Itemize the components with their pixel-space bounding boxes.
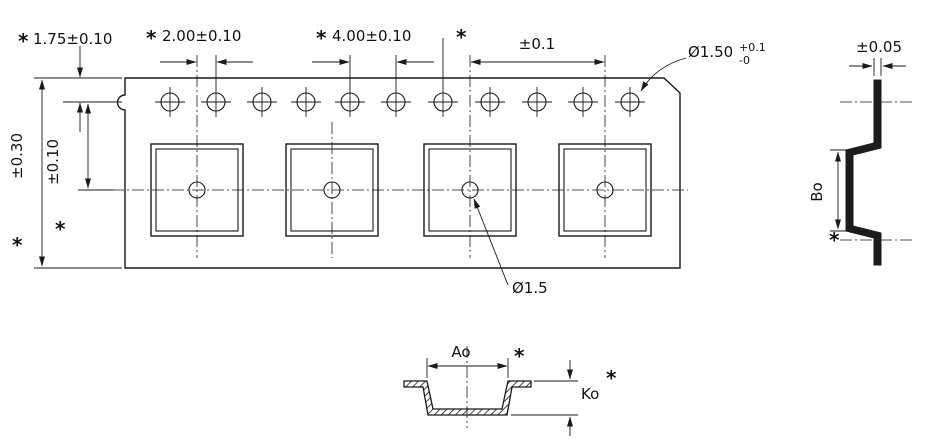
pocket-cavities bbox=[150, 55, 652, 258]
sprocket-hole bbox=[247, 87, 277, 117]
dim-edge-to-sprocket: * 1.75±0.10 bbox=[18, 29, 122, 132]
sprocket-hole bbox=[335, 87, 365, 117]
pocket-section-view: Ao * Ko * bbox=[403, 343, 617, 436]
tape-top-view bbox=[112, 55, 688, 269]
asterisk-marker: * bbox=[55, 217, 66, 241]
dim-sprocket-pitch: * 4.00±0.10 bbox=[312, 26, 434, 88]
sprocket-hole bbox=[381, 87, 411, 117]
sprocket-hole bbox=[568, 87, 598, 117]
callout-pocket-hole: Ø1.5 bbox=[473, 198, 548, 297]
dim-ko: Ko * bbox=[511, 360, 617, 436]
sprocket-holes bbox=[155, 87, 645, 117]
dim-sprocket-to-pocket-center: ±0.10 bbox=[44, 103, 114, 191]
dim-label-sprocket-pitch: 4.00±0.10 bbox=[332, 27, 411, 45]
asterisk-marker: * bbox=[829, 228, 840, 252]
tape-side-view: ±0.05 Bo * bbox=[808, 38, 912, 266]
dim-ao: Ao * bbox=[426, 343, 525, 378]
sprocket-hole bbox=[155, 87, 185, 117]
sprocket-hole bbox=[475, 87, 505, 117]
sprocket-hole bbox=[522, 87, 552, 117]
pocket-cavity bbox=[423, 55, 517, 258]
dim-label-sprocket-dia-minus: -0 bbox=[739, 54, 750, 67]
asterisk-marker: * bbox=[316, 26, 327, 50]
dim-label-pocket-hole-dia: Ø1.5 bbox=[512, 279, 548, 297]
sprocket-hole bbox=[428, 87, 458, 117]
callout-sprocket-dia: Ø1.50 +0.1 -0 bbox=[640, 41, 766, 92]
tape-outline bbox=[116, 77, 681, 269]
asterisk-marker: * bbox=[514, 344, 525, 368]
pocket-cavity bbox=[285, 122, 379, 258]
sprocket-hole bbox=[201, 87, 231, 117]
dim-label-edge-to-sprocket: 1.75±0.10 bbox=[33, 30, 112, 48]
sprocket-hole bbox=[615, 87, 645, 117]
dim-label-pocket-pitch: ±0.1 bbox=[519, 35, 555, 53]
asterisk-marker: * bbox=[18, 29, 29, 53]
dim-sprocket-to-pocket: * 2.00±0.10 bbox=[146, 26, 253, 88]
asterisk-marker: * bbox=[12, 233, 23, 257]
sprocket-hole bbox=[291, 87, 321, 117]
dim-bo: Bo * bbox=[808, 149, 849, 252]
dim-label-thickness: ±0.05 bbox=[856, 38, 902, 56]
dim-label-sprocket-to-pocket-center: ±0.10 bbox=[44, 139, 62, 185]
dim-tape-width: ±0.30 * * bbox=[8, 79, 122, 269]
pocket-cavity bbox=[150, 55, 244, 258]
asterisk-marker: * bbox=[606, 366, 617, 390]
asterisk-marker: * bbox=[146, 26, 157, 50]
tape-cross-section bbox=[845, 79, 882, 266]
dim-pocket-pitch: * ±0.1 bbox=[442, 25, 605, 88]
dim-label-tape-width: ±0.30 bbox=[8, 133, 26, 179]
pocket-cross-section bbox=[403, 380, 532, 416]
dim-label-sprocket-dia: Ø1.50 bbox=[688, 43, 733, 61]
dim-label-bo: Bo bbox=[808, 182, 826, 201]
asterisk-marker: * bbox=[456, 25, 467, 49]
dim-thickness: ±0.05 bbox=[849, 38, 906, 76]
dim-label-sprocket-dia-plus: +0.1 bbox=[739, 41, 766, 54]
dim-label-ao: Ao bbox=[451, 343, 470, 361]
dim-label-sprocket-to-pocket: 2.00±0.10 bbox=[162, 27, 241, 45]
pocket-cavity bbox=[558, 55, 652, 258]
dim-label-ko: Ko bbox=[581, 385, 599, 403]
